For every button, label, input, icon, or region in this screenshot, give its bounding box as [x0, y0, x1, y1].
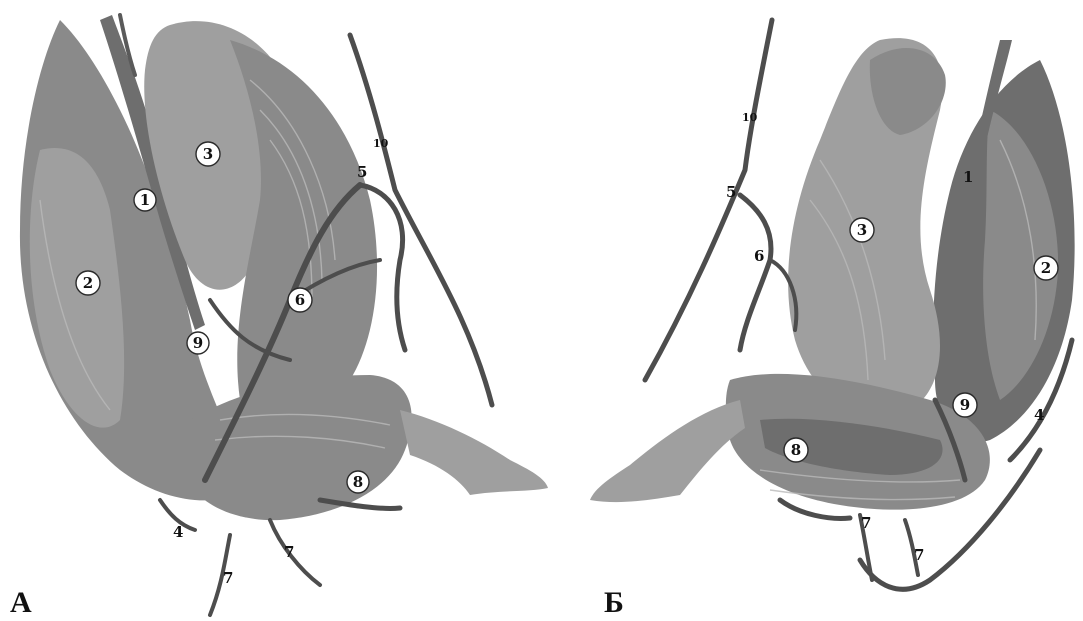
label-4-b: 4	[1034, 406, 1044, 424]
label-9-b: 9	[953, 393, 977, 417]
label-2-b: 2	[1034, 256, 1058, 280]
svg-text:8: 8	[791, 441, 801, 459]
label-1-b: 1	[963, 168, 973, 186]
label-7a-b: 7	[861, 514, 871, 532]
label-3-b: 3	[850, 218, 874, 242]
label-7b-b: 7	[914, 546, 924, 564]
vessel-5-6-b	[740, 195, 771, 350]
panel-letter-b: Б	[604, 586, 624, 619]
label-6-b: 6	[754, 247, 764, 265]
label-5-b: 5	[726, 183, 736, 201]
svg-text:3: 3	[857, 221, 867, 239]
svg-text:9: 9	[960, 396, 970, 414]
label-8-b: 8	[784, 438, 808, 462]
vessel-10-b	[645, 20, 772, 380]
label-10-b: 10	[742, 111, 758, 124]
tendon-fan-b	[590, 400, 745, 502]
svg-text:2: 2	[1041, 259, 1051, 277]
